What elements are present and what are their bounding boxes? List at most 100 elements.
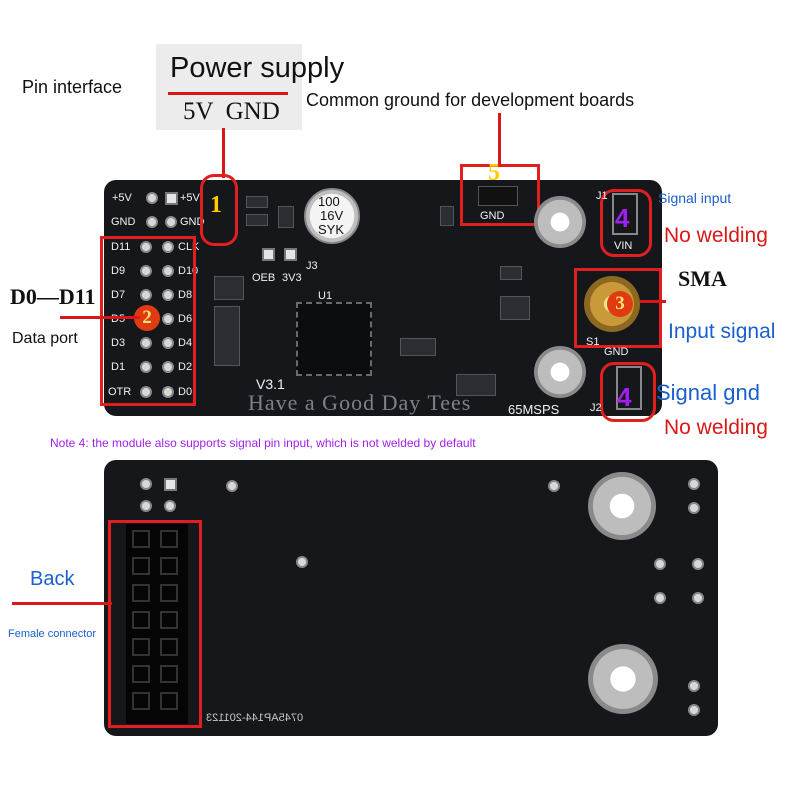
female-cell [160, 638, 178, 656]
back-via [654, 592, 666, 604]
female-cell [132, 692, 150, 710]
mount-hole-back-bottom [588, 644, 658, 714]
back-via [654, 558, 666, 570]
gnd-pad [616, 366, 642, 410]
pin-col-b-2 [162, 289, 174, 301]
signal-input-label: Signal input [658, 190, 732, 206]
female-cell [132, 530, 150, 548]
cap-voltage: 16V [320, 208, 344, 223]
silk-s1: S1 [586, 336, 600, 348]
data-port-highlight [100, 236, 196, 406]
female-cell [160, 665, 178, 683]
smd-3 [278, 206, 294, 228]
silk-version: V3.1 [256, 376, 285, 392]
silk-pin-right-5: D2 [178, 361, 193, 373]
watermark: Have a Good Day Tees [248, 390, 472, 415]
arrow-ground [498, 113, 501, 165]
marker-3: 3 [607, 291, 633, 317]
note-label: Note 4: the module also supports signal … [50, 436, 476, 450]
silk-plus5v-right: +5V [180, 192, 200, 204]
power-supply-underline [168, 92, 288, 95]
female-cell [160, 611, 178, 629]
power-supply-label: Power supply [170, 52, 345, 84]
pin-col-b-5 [162, 361, 174, 373]
silk-j3: J3 [306, 260, 318, 272]
back-via [296, 556, 308, 568]
silk-u1: U1 [318, 290, 333, 302]
back-pin-1 [140, 478, 152, 490]
silk-plus5v-left: +5V [112, 192, 132, 204]
pin-col-a-6 [140, 386, 152, 398]
silk-msps: 65MSPS [508, 402, 560, 417]
silk-gnd-left: GND [111, 216, 136, 228]
silk-pin-left-2: D7 [111, 289, 126, 301]
female-cell [132, 638, 150, 656]
silk-gnd-right: GND [604, 346, 629, 358]
no-welding-bottom-label: No welding [664, 416, 768, 439]
input-signal-label: Input signal [668, 320, 776, 343]
pin-col-a-0 [140, 241, 152, 253]
vin-pad [612, 193, 638, 235]
arrow-sma [640, 300, 666, 303]
smd-8 [214, 306, 240, 366]
back-via [688, 704, 700, 716]
back-via [688, 478, 700, 490]
ground-header [478, 186, 518, 206]
female-cell [132, 557, 150, 575]
oeb-pad [262, 248, 275, 261]
female-connector-highlight [108, 520, 202, 728]
gnd-pad-highlight [600, 362, 656, 422]
back-pin-2 [164, 478, 177, 491]
no-welding-top-label: No welding [664, 224, 768, 247]
female-cell [132, 611, 150, 629]
back-via [692, 558, 704, 570]
common-ground-label: Common ground for development boards [306, 90, 635, 110]
back-pin-3 [140, 500, 152, 512]
v3v3-pad [284, 248, 297, 261]
back-pin-4 [164, 500, 176, 512]
back-via [548, 480, 560, 492]
pin-col-b-1 [162, 265, 174, 277]
smd-1 [246, 196, 268, 208]
sma-highlight [574, 268, 662, 348]
mount-hole-front-bottom [534, 346, 586, 398]
back-via [688, 502, 700, 514]
pin-col-b-6 [162, 386, 174, 398]
silk-pin-right-2: D8 [178, 289, 193, 301]
back-silk-code: 0745AP144-201123 [206, 712, 304, 724]
silk-pin-left-4: D3 [111, 337, 126, 349]
female-cell [132, 665, 150, 683]
back-via [688, 680, 700, 692]
female-cell [160, 530, 178, 548]
electrolytic-capacitor [304, 188, 360, 244]
back-label: Back [30, 568, 75, 590]
female-connector-label: Female connector [8, 628, 97, 640]
smd-10 [456, 374, 496, 396]
pin-col-b-4 [162, 337, 174, 349]
silk-pin-left-0: D11 [111, 241, 131, 253]
marker-5: 5 [488, 160, 500, 186]
silk-pin-right-3: D6 [178, 313, 193, 325]
silk-pin-left-5: D1 [111, 361, 126, 373]
marker-1: 1 [210, 192, 222, 218]
arrow-back [12, 602, 112, 605]
pin-col-a-5 [140, 361, 152, 373]
silk-gnd-header: GND [480, 210, 505, 222]
arrow-power [222, 128, 225, 178]
pin-gnd-1 [146, 216, 158, 228]
cap-value: 100 [318, 194, 340, 209]
silk-pin-right-6: D0 [178, 386, 193, 398]
cap-brand: SYK [318, 222, 345, 237]
female-cell [132, 584, 150, 602]
pin-col-a-4 [140, 337, 152, 349]
arrow-data-port [60, 316, 140, 319]
female-cell [160, 692, 178, 710]
signal-gnd-label: Signal gnd [656, 380, 760, 405]
marker-4-bottom: 4 [617, 382, 632, 412]
silk-oeb: OEB [252, 272, 276, 284]
data-port-label: Data port [12, 330, 78, 347]
silk-3v3: 3V3 [282, 272, 302, 284]
silk-j2: J2 [590, 402, 602, 414]
silk-vin: VIN [614, 240, 633, 252]
mount-hole-front-top [534, 196, 586, 248]
